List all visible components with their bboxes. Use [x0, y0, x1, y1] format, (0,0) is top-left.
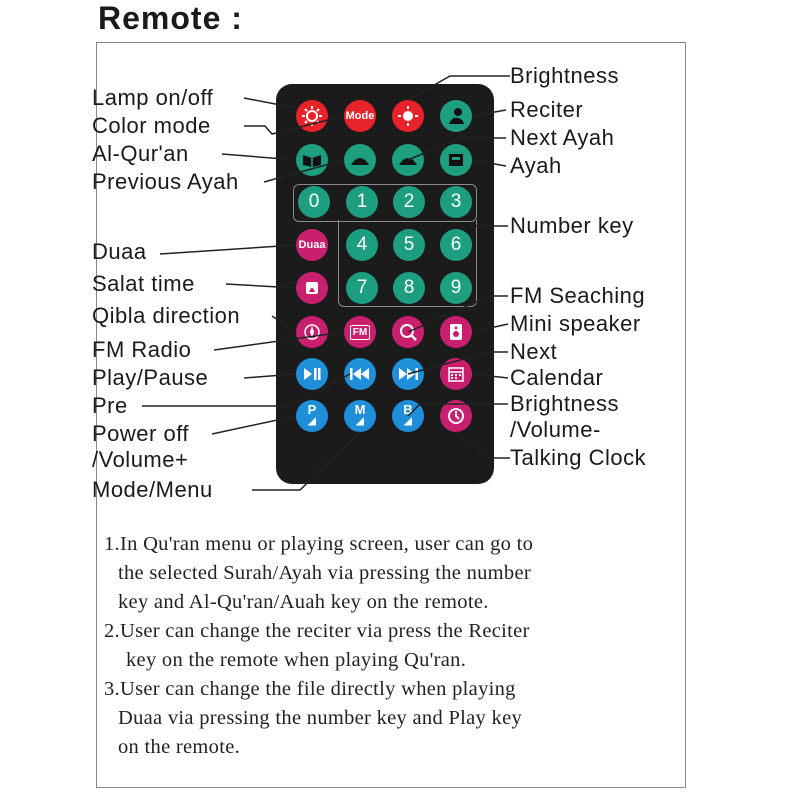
mode-button[interactable]: Mode — [344, 100, 376, 132]
m-key-label: M — [354, 402, 366, 417]
label-play-pause: Play/Pause — [92, 365, 209, 390]
power-volume-up-button[interactable]: P ◢ — [296, 400, 328, 432]
mode-menu-button[interactable]: M ◢ — [344, 400, 376, 432]
note-3-line-2: Duaa via pressing the number key and Pla… — [118, 707, 523, 729]
label-next: Next — [510, 339, 558, 364]
note-2-line-1: 2.User can change the reciter via press … — [104, 620, 530, 642]
talking-clock-button[interactable] — [440, 400, 472, 432]
next-button[interactable] — [392, 358, 424, 390]
label-mode-menu: Mode/Menu — [92, 477, 213, 502]
label-reciter: Reciter — [510, 97, 584, 122]
number-key-1[interactable]: 1 — [346, 186, 378, 218]
brightness-button[interactable] — [392, 100, 424, 132]
salat-time-button[interactable] — [296, 272, 328, 304]
label-next-ayah: Next Ayah — [510, 125, 615, 150]
lamp-button[interactable] — [296, 100, 328, 132]
play-pause-icon — [304, 368, 321, 380]
fm-radio-label: FM — [349, 324, 371, 340]
note-3-line-3: on the remote. — [118, 736, 241, 758]
mini-speaker-button[interactable] — [440, 316, 472, 348]
label-al-quran: Al-Qur'an — [92, 141, 189, 166]
label-ayah: Ayah — [510, 153, 562, 178]
p-key-label: P — [307, 402, 317, 417]
number-key-group-bottom — [338, 220, 477, 307]
compass-icon — [304, 324, 320, 340]
reciter-button[interactable] — [440, 100, 472, 132]
note-1-line-1: 1.In Qu'ran menu or playing screen, user… — [104, 533, 534, 555]
number-key-9[interactable]: 9 — [440, 272, 472, 304]
mosque-icon — [306, 282, 318, 294]
number-key-0[interactable]: 0 — [298, 186, 330, 218]
dome-icon — [351, 158, 369, 165]
ayah-button[interactable] — [440, 144, 472, 176]
instructions-notes: 1.In Qu'ran menu or playing screen, user… — [104, 530, 684, 762]
fm-radio-button[interactable]: FM — [344, 316, 376, 348]
number-key-6[interactable]: 6 — [440, 229, 472, 261]
ayah-icon — [449, 154, 463, 166]
next-icon — [399, 368, 418, 380]
number-key-2[interactable]: 2 — [393, 186, 425, 218]
label-number-key: Number key — [510, 213, 634, 238]
label-duaa: Duaa — [92, 239, 147, 264]
page-title: Remote : — [98, 0, 243, 36]
label-brightness-2: Brightness — [510, 391, 619, 416]
label-qibla: Qibla direction — [92, 303, 241, 328]
search-icon — [400, 324, 417, 341]
label-mini-speaker: Mini speaker — [510, 311, 641, 336]
number-key-3[interactable]: 3 — [440, 186, 472, 218]
label-fm-seaching: FM Seaching — [510, 283, 646, 308]
brightness-icon — [398, 106, 418, 126]
clock-icon — [448, 408, 464, 424]
previous-button[interactable] — [344, 358, 376, 390]
label-previous-ayah: Previous Ayah — [92, 169, 239, 194]
menu-icon: ◢ — [356, 416, 364, 427]
number-key-4[interactable]: 4 — [346, 229, 378, 261]
note-2-line-2: key on the remote when playing Qu'ran. — [126, 649, 467, 671]
speaker-icon — [450, 324, 462, 340]
label-volume-minus: /Volume- — [510, 417, 601, 442]
label-talking-clock: Talking Clock — [510, 445, 647, 470]
al-quran-button[interactable] — [296, 144, 328, 176]
note-3-line-1: 3.User can change the file directly when… — [104, 678, 516, 700]
sun-icon — [302, 106, 322, 126]
dome-icon — [399, 158, 417, 165]
label-volume-plus: /Volume+ — [92, 447, 189, 472]
calendar-icon — [448, 367, 464, 382]
content-frame — [96, 42, 686, 788]
play-pause-button[interactable] — [296, 358, 328, 390]
label-brightness: Brightness — [510, 63, 619, 88]
note-1-line-2: the selected Surah/Ayah via pressing the… — [118, 562, 531, 584]
label-fm-radio: FM Radio — [92, 337, 192, 362]
label-calendar: Calendar — [510, 365, 604, 390]
book-icon — [303, 155, 321, 167]
volume-down-icon: ◢ — [404, 416, 412, 427]
number-key-7[interactable]: 7 — [346, 272, 378, 304]
number-key-group-top — [293, 184, 477, 222]
label-salat-time: Salat time — [92, 271, 195, 296]
label-lamp: Lamp on/off — [92, 85, 214, 110]
label-power-off: Power off — [92, 421, 190, 446]
previous-ayah-button[interactable] — [344, 144, 376, 176]
previous-icon — [350, 368, 369, 380]
label-color-mode: Color mode — [92, 113, 211, 138]
volume-up-icon: ◢ — [308, 416, 316, 427]
number-key-5[interactable]: 5 — [393, 229, 425, 261]
note-1-line-3: key and Al-Qu'ran/Auah key on the remote… — [118, 591, 489, 613]
b-key-label: B — [403, 402, 413, 417]
reciter-icon — [449, 108, 464, 124]
duaa-button[interactable]: Duaa — [296, 229, 328, 261]
number-key-8[interactable]: 8 — [393, 272, 425, 304]
label-pre: Pre — [92, 393, 128, 418]
qibla-button[interactable] — [296, 316, 328, 348]
